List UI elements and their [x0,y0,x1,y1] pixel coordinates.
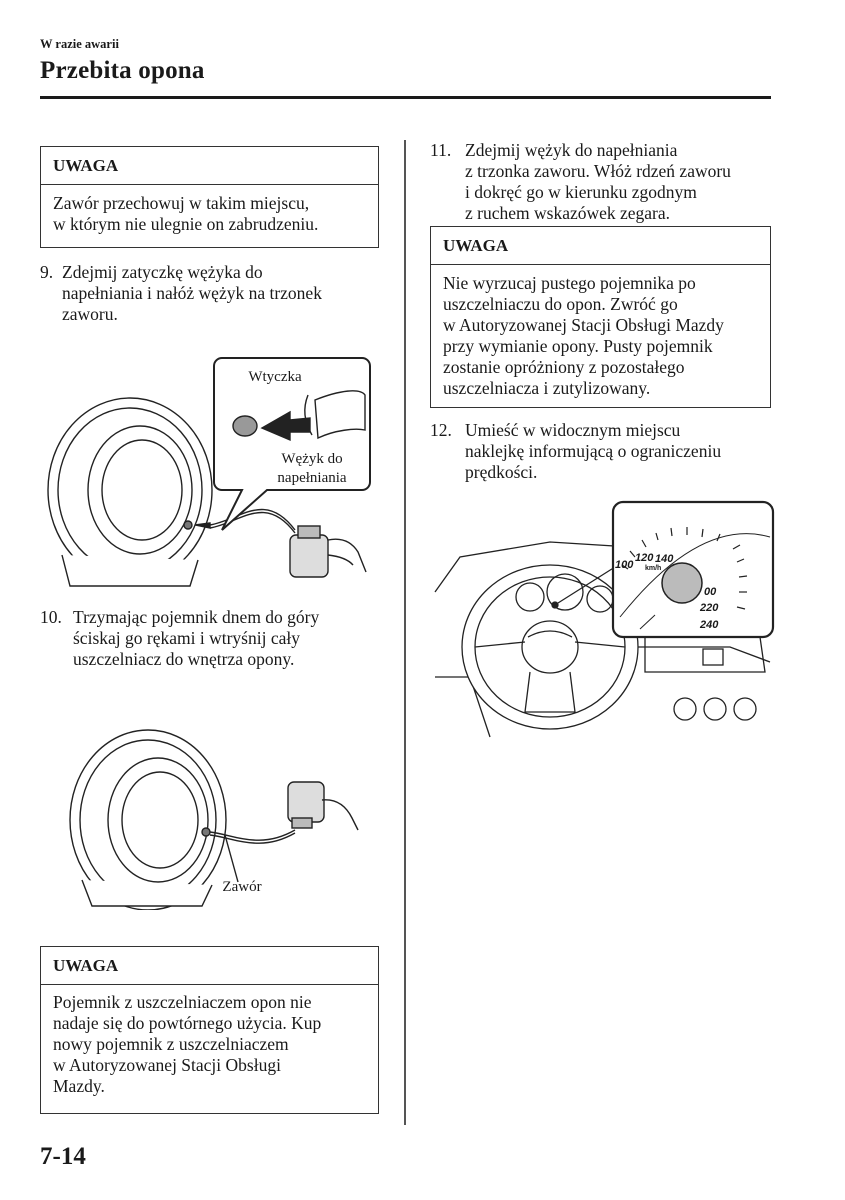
step-12: 12. Umieść w widocznym miejscu naklejkę … [430,420,775,486]
speed-140: 140 [655,553,674,565]
dashboard-illustration [434,500,775,738]
page-number: 7-14 [40,1143,86,1170]
note-heading: UWAGA [431,227,770,265]
speed-unit: km/h [645,565,662,572]
step-11: 11. Zdejmij wężyk do napełniania z trzon… [430,140,775,228]
label-valve: Zawór [222,879,262,895]
note-box-storage: UWAGA Zawór przechowuj w takim miejscu, … [40,146,379,248]
note-heading: UWAGA [41,147,378,185]
step-number: 9. [40,262,54,282]
speed-100: 100 [615,559,634,571]
note-text: Pojemnik z uszczelniaczem opon nie nadaj… [53,992,322,1096]
step-number: 11. [430,140,452,160]
step-number: 10. [40,607,62,627]
speed-240: 240 [700,619,719,631]
title-rule [40,96,771,99]
step-text: Trzymając pojemnik dnem do góry ściskaj … [73,607,320,669]
figure-speed-sticker: 100 120 140 km/h 00 220 240 [430,497,775,747]
step-number: 12. [430,420,452,440]
step-text: Zdejmij wężyk do napełniania z trzonka z… [465,140,731,223]
speed-200: 00 [704,586,717,598]
column-divider [404,140,406,1125]
step-text: Zdejmij zatyczkę wężyka do napełniania i… [62,262,322,324]
speed-220: 220 [700,602,719,614]
note-text: Zawór przechowuj w takim miejscu, w któr… [53,193,319,234]
tire-bottle-illustration [69,729,359,911]
note-text: Nie wyrzucaj pustego pojemnika po uszcze… [443,273,724,398]
label-fill-hose: Wężyk do napełniania [277,451,347,486]
note-box-container-reuse: UWAGA Pojemnik z uszczelniaczem opon nie… [40,946,379,1114]
figure-hose-to-valve: Wtyczka Wężyk do napełniania [40,350,380,595]
speed-120: 120 [635,552,654,564]
step-9: 9. Zdejmij zatyczkę wężyka do napełniani… [40,262,385,332]
tire-hose-illustration [47,357,371,587]
section-label: W razie awarii [40,37,119,51]
label-plug: Wtyczka [248,369,302,385]
page-title: Przebita opona [40,57,205,84]
step-text: Umieść w widocznym miejscu naklejkę info… [465,420,722,482]
figure-inject-sealant: Zawór [60,710,360,911]
step-10: 10. Trzymając pojemnik dnem do góry ścis… [40,607,385,677]
note-box-dispose-container: UWAGA Nie wyrzucaj pustego pojemnika po … [430,226,771,408]
note-heading: UWAGA [41,947,378,985]
